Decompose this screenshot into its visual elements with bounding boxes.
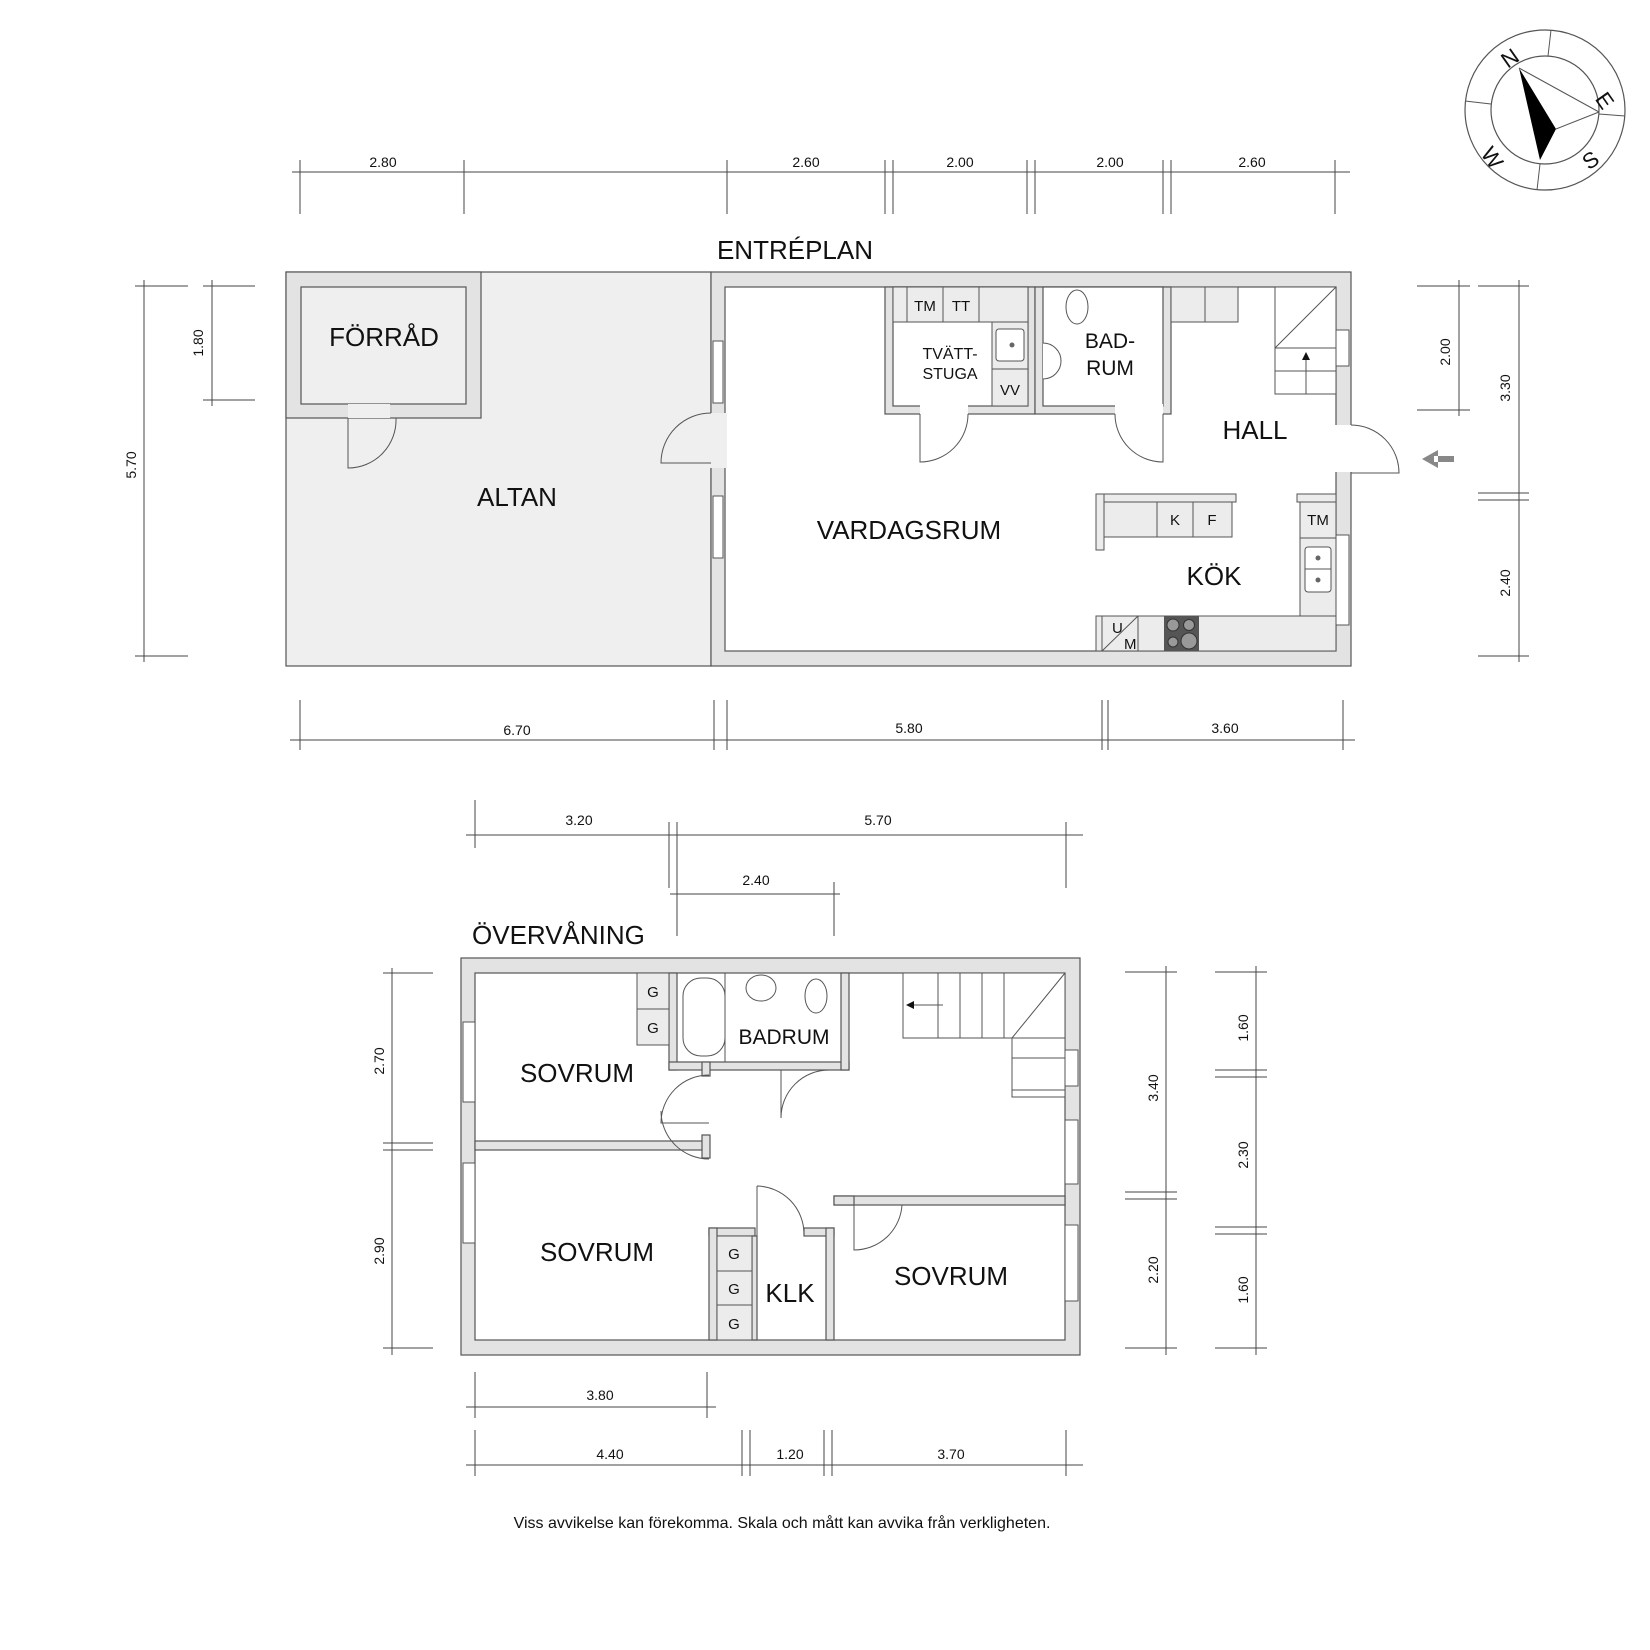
dim-label: 2.40 [1497, 569, 1513, 596]
window [712, 340, 724, 404]
ground-bottom-dimensions: 6.70 5.80 3.60 [290, 700, 1355, 750]
dim-label: 2.00 [1096, 154, 1123, 170]
wardrobe-label: G [728, 1281, 740, 1298]
dim-label: 5.70 [864, 812, 891, 828]
dim-label: 6.70 [503, 722, 530, 738]
dim-label: 1.60 [1235, 1014, 1251, 1041]
room-label-bedroom1: SOVRUM [520, 1058, 634, 1088]
room-label-kitchen: KÖK [1187, 561, 1243, 591]
dim-label: 2.80 [369, 154, 396, 170]
window [1064, 1119, 1079, 1185]
dim-label: 3.40 [1145, 1074, 1161, 1101]
dim-label: 2.60 [1238, 154, 1265, 170]
oven-label-m: M [1124, 636, 1137, 653]
upper-bottom-dimensions: 3.80 4.40 1.20 3.70 [466, 1372, 1083, 1476]
toilet-icon [804, 978, 828, 1014]
entry-door[interactable] [1350, 424, 1400, 474]
window [1335, 534, 1350, 626]
toilet-icon [1065, 289, 1089, 325]
sink-icon [745, 974, 777, 1002]
ground-right-dimensions: 2.00 3.30 2.40 [1417, 280, 1529, 662]
bath-door-upper[interactable] [780, 1069, 830, 1119]
north-arrow-icon [1519, 68, 1556, 160]
bedroom3-door[interactable] [853, 1204, 903, 1251]
window [1064, 1049, 1079, 1087]
wardrobe-label: G [647, 984, 659, 1001]
upper-top-dimensions: 3.20 5.70 2.40 [466, 800, 1083, 936]
oven-label-u: U [1112, 620, 1123, 637]
dim-label: 3.20 [565, 812, 592, 828]
wardrobe-label: G [728, 1316, 740, 1333]
disclaimer-text: Viss avvikelse kan förekomma. Skala och … [514, 1514, 1051, 1532]
room-label-storage: FÖRRÅD [329, 322, 439, 352]
window [712, 495, 724, 559]
dim-label: 4.40 [596, 1446, 623, 1462]
upper-floor-plan: G G BADRUM G G G [460, 957, 1081, 1356]
room-label-hall: HALL [1222, 415, 1287, 445]
bath-sink-icon [1042, 342, 1062, 380]
dim-label: 2.00 [1437, 338, 1453, 365]
dryer-label: TT [952, 298, 970, 315]
washer-label: TM [914, 298, 936, 315]
room-label-bedroom3: SOVRUM [894, 1261, 1008, 1291]
dim-label: 1.80 [190, 329, 206, 356]
closet-door[interactable] [756, 1185, 805, 1236]
dim-label: 2.00 [946, 154, 973, 170]
dim-label: 1.60 [1235, 1276, 1251, 1303]
dim-label: 2.60 [792, 154, 819, 170]
entrance-arrow-icon [1422, 450, 1454, 468]
window [462, 1162, 476, 1244]
terrace-door[interactable] [660, 412, 712, 464]
dim-label: 5.80 [895, 720, 922, 736]
window [462, 1021, 476, 1103]
dim-label: 3.60 [1211, 720, 1238, 736]
room-label-bath-upper: BADRUM [738, 1026, 829, 1049]
room-label-laundry: STUGA [922, 366, 977, 383]
room-label-living: VARDAGSRUM [817, 515, 1001, 545]
ground-floor-title: ENTRÉPLAN [717, 235, 873, 265]
wardrobe-label: G [647, 1020, 659, 1037]
fridge-label: K [1170, 512, 1180, 529]
dim-label: 1.20 [776, 1446, 803, 1462]
bedroom2-door[interactable] [660, 1110, 710, 1160]
room-label-bath: RUM [1086, 357, 1134, 380]
dim-label: 3.70 [937, 1446, 964, 1462]
dim-label: 2.40 [742, 872, 769, 888]
water-heater-label: VV [1000, 382, 1020, 399]
dim-label: 2.30 [1235, 1141, 1251, 1168]
ground-floor-plan: TM TT VV TVÄTT- STUGA BAD- RUM HALL [285, 271, 1454, 667]
dim-label: 5.70 [123, 451, 139, 478]
room-label-laundry: TVÄTT- [922, 345, 977, 363]
ground-left-dimensions: 5.70 1.80 [123, 280, 255, 662]
storage-door[interactable] [347, 417, 397, 469]
bath-door[interactable] [1114, 413, 1164, 463]
dishwasher-label: TM [1307, 512, 1329, 529]
compass-w: W [1476, 142, 1509, 174]
room-label-bath: BAD- [1085, 330, 1135, 353]
ground-top-dimensions: 2.80 2.60 2.00 2.00 2.60 [292, 154, 1350, 214]
upper-right-dimensions: 3.40 2.20 1.60 2.30 1.60 [1125, 966, 1267, 1355]
bathtub-icon [682, 977, 726, 1057]
laundry-door[interactable] [919, 413, 969, 463]
room-label-closet: KLK [765, 1278, 815, 1308]
dim-label: 2.20 [1145, 1256, 1161, 1283]
room-label-terrace: ALTAN [477, 482, 557, 512]
upper-floor-title: ÖVERVÅNING [472, 920, 645, 950]
dim-label: 3.80 [586, 1387, 613, 1403]
compass-rose: N E S W [1464, 29, 1626, 191]
dim-label: 3.30 [1497, 374, 1513, 401]
window [1335, 329, 1350, 367]
room-label-bedroom2: SOVRUM [540, 1237, 654, 1267]
dim-label: 2.70 [371, 1047, 387, 1074]
wardrobe-label: G [728, 1246, 740, 1263]
upper-left-dimensions: 2.70 2.90 [371, 968, 433, 1355]
freezer-label: F [1207, 512, 1216, 529]
dim-label: 2.90 [371, 1237, 387, 1264]
window [1064, 1224, 1079, 1302]
